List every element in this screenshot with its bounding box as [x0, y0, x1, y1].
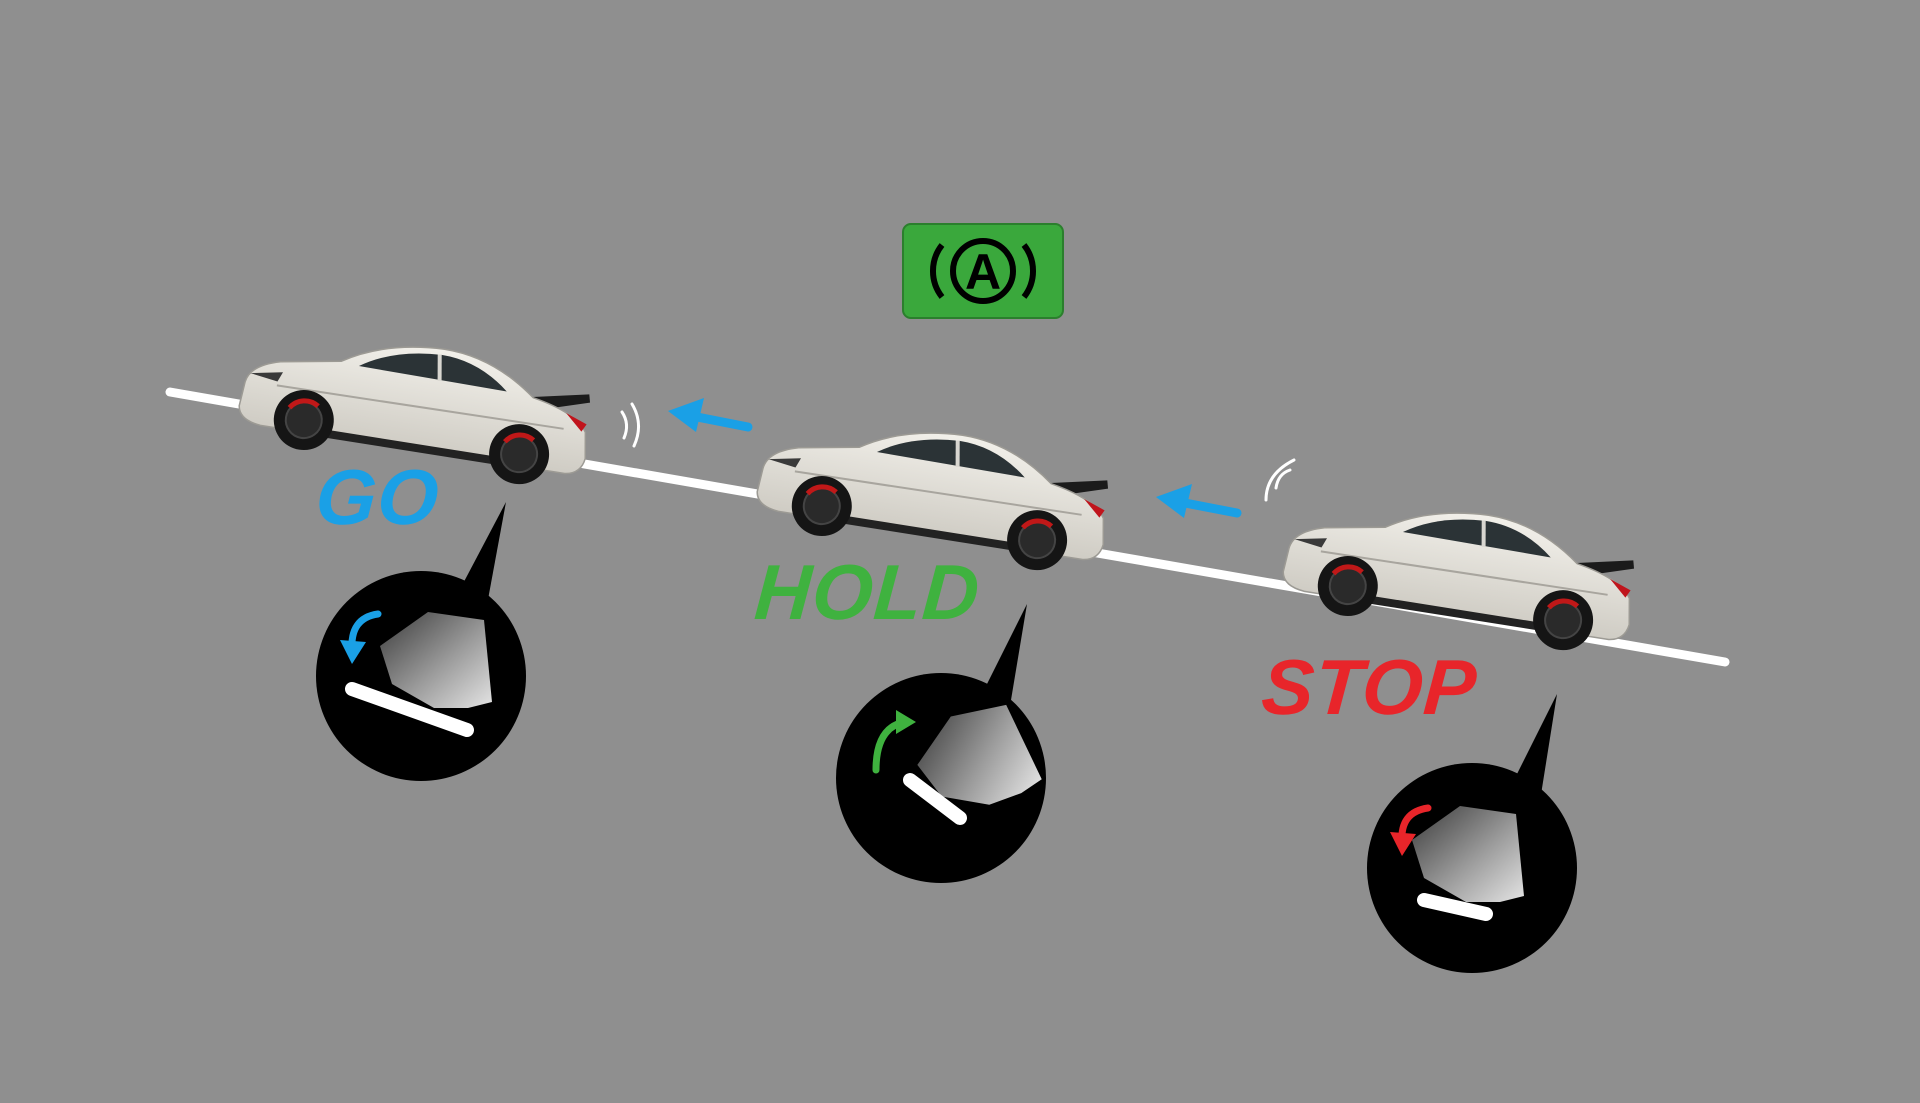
label-go: GO: [312, 453, 443, 541]
rotate-left-arrow-icon: [1390, 804, 1432, 856]
car-stop: [1278, 485, 1643, 660]
label-stop: STOP: [1258, 643, 1481, 731]
pedal-bubble-go: [316, 502, 526, 781]
sound-waves-icon: [620, 402, 640, 448]
pedal-bubble-stop: [1367, 694, 1577, 973]
motion-arrow-icon: [668, 398, 753, 432]
rotate-left-arrow-icon: [340, 610, 382, 664]
label-hold: HOLD: [751, 548, 984, 636]
pedal-bubble-hold: [836, 604, 1046, 883]
motion-arrow-icon: [1156, 484, 1242, 518]
auto-brake-hold-icon: A: [902, 223, 1064, 319]
rotate-up-arrow-icon: [872, 710, 916, 774]
sound-waves-icon: [1264, 458, 1296, 502]
indicator-letter: A: [965, 244, 1001, 300]
